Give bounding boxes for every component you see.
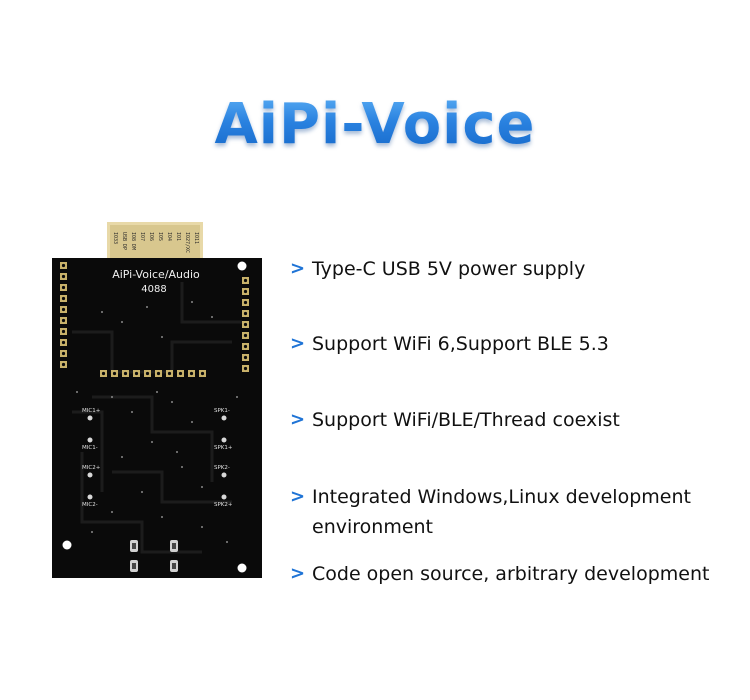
feature-item: > Code open source, arbitrary developmen… <box>290 559 730 589</box>
pcb-board-image: IO33 USB DP IO8 DM IO7 IO6 IO5 IO4 IO1 I… <box>52 222 262 578</box>
feature-text: Code open source, arbitrary development <box>312 563 710 585</box>
pin-label: IO27/XC <box>184 232 190 253</box>
pin-label: IO6 <box>148 232 154 241</box>
pin-label: USB DP <box>121 232 127 250</box>
chevron-right-icon: > <box>290 563 306 584</box>
feature-text: Integrated Windows,Linux development env… <box>312 486 691 538</box>
pad-label: SPK2+ <box>214 502 233 508</box>
feature-item: > Support WiFi 6,Support BLE 5.3 <box>290 329 730 359</box>
left-header-pins <box>60 262 67 368</box>
bottom-header-pins <box>100 370 206 377</box>
feature-text: Support WiFi 6,Support BLE 5.3 <box>312 333 609 355</box>
pad-label: SPK1+ <box>214 445 233 451</box>
feature-text: Type-C USB 5V power supply <box>312 258 586 280</box>
pad-label: SPK1- <box>214 408 230 414</box>
pad-label: SPK2- <box>214 465 230 471</box>
page-title: AiPi-Voice <box>0 92 750 157</box>
feature-item: > Type-C USB 5V power supply <box>290 254 730 284</box>
chevron-right-icon: > <box>290 258 306 279</box>
feature-text: Support WiFi/BLE/Thread coexist <box>312 409 620 431</box>
pad-label: MIC1- <box>82 445 98 451</box>
pad-label: MIC2- <box>82 502 98 508</box>
pin-label: IO1 <box>175 232 181 241</box>
pin-label: IO7 <box>139 232 145 241</box>
right-header-pins <box>242 277 249 372</box>
pin-label: IO8 DM <box>130 232 136 250</box>
module-antenna-tab: IO33 USB DP IO8 DM IO7 IO6 IO5 IO4 IO1 I… <box>107 222 203 262</box>
silkscreen-code: 4088 <box>141 284 166 295</box>
bottom-components <box>130 540 178 572</box>
chevron-right-icon: > <box>290 409 306 430</box>
pin-label: IO11 <box>193 232 199 244</box>
feature-item: > Support WiFi/BLE/Thread coexist <box>290 405 730 435</box>
pin-label: IO4 <box>166 232 172 241</box>
silkscreen-name: AiPi-Voice/Audio <box>112 268 200 281</box>
chevron-right-icon: > <box>290 486 306 507</box>
chevron-right-icon: > <box>290 333 306 354</box>
pin-label: IO5 <box>157 232 163 241</box>
pad-label: MIC2+ <box>82 465 101 471</box>
pin-label: IO33 <box>112 232 118 244</box>
feature-item: > Integrated Windows,Linux development e… <box>290 482 700 542</box>
pad-label: MIC1+ <box>82 408 101 414</box>
